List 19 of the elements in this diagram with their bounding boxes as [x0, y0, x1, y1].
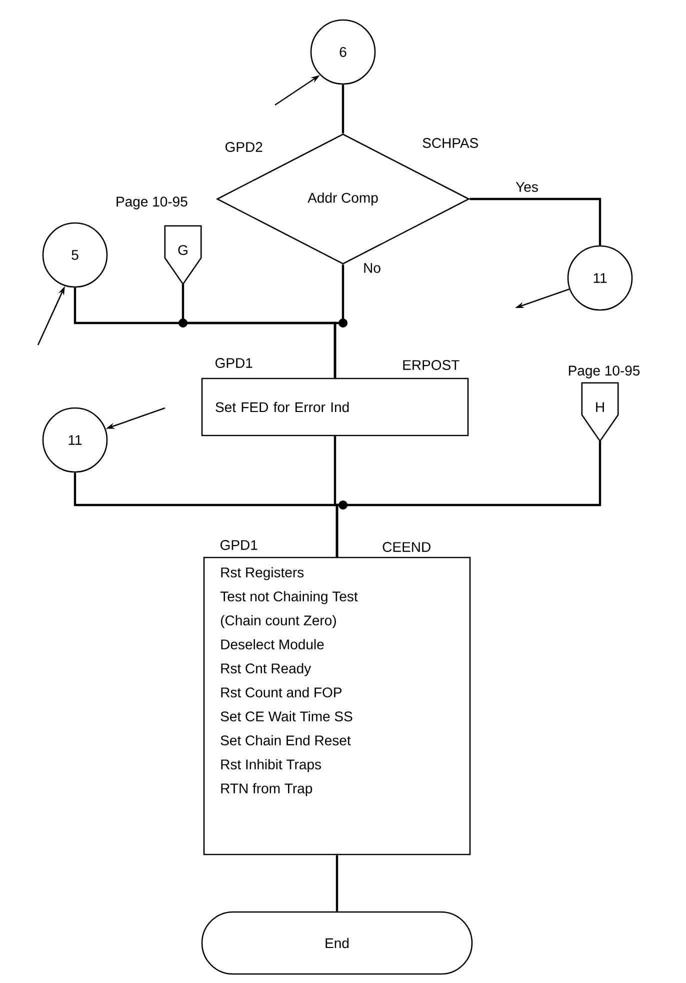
node-label: Page 10-95 — [568, 366, 640, 378]
flow-line — [336, 855, 338, 912]
flow-line — [470, 198, 602, 246]
node-label: GPD1 — [215, 358, 252, 368]
node-label: GPD2 — [225, 142, 262, 152]
offpage-connector: H — [581, 382, 619, 442]
process-box: Rst Registers Test not Chaining Test (Chain count Zero) Deselect Module Rst Cnt Ready Rst Count and FOP Set CE Wait Time SS Set Chain End Reset Rst Inhibit Traps RTN from Trap — [203, 556, 471, 856]
flow-line — [182, 284, 336, 378]
flow-line — [336, 441, 602, 557]
edge-label: No — [362, 262, 382, 274]
node-label: GPD1 — [220, 540, 258, 550]
node-label: CEEND — [382, 542, 430, 552]
flow-line — [342, 84, 344, 134]
edge-label: Yes — [514, 181, 540, 193]
node-label: SCHPAS — [422, 138, 478, 148]
node-label: ERPOST — [403, 360, 460, 370]
offpage-connector: G — [164, 225, 202, 286]
node-label: Page 10-95 — [116, 196, 188, 210]
process-box: Set FED for Error Ind — [201, 378, 469, 436]
